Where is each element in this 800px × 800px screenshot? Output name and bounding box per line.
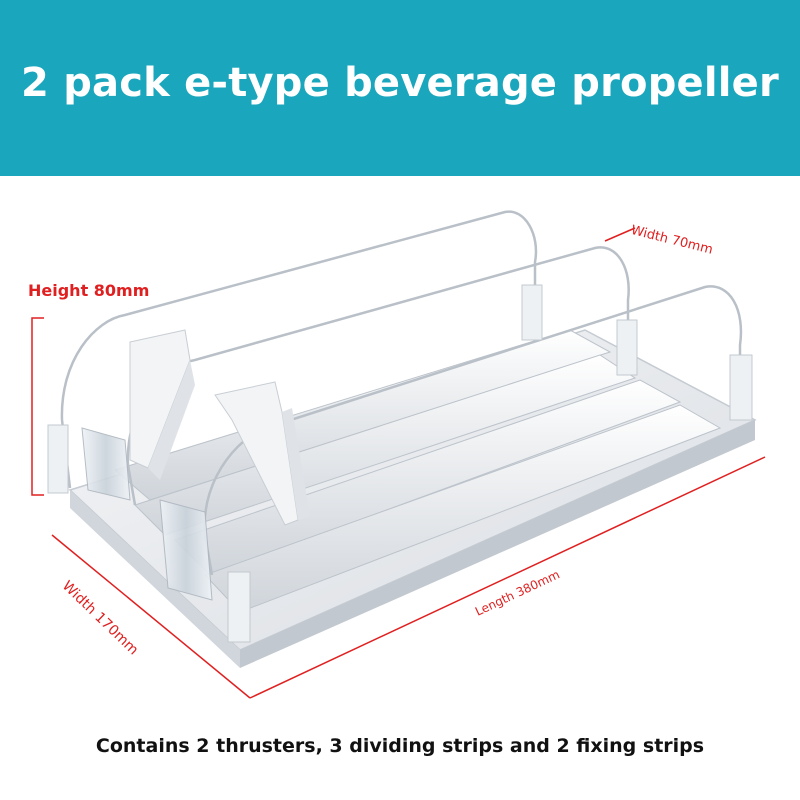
front-stopper-right xyxy=(159,499,251,643)
banner-title: 2 pack e-type beverage propeller xyxy=(21,60,779,106)
dimension-height-line xyxy=(31,317,44,496)
dimension-front-width-line xyxy=(51,534,251,699)
dimension-width-top-line xyxy=(604,227,636,242)
lane-left xyxy=(113,329,637,536)
dimension-length-line xyxy=(249,456,766,699)
label-height: Height 80mm xyxy=(28,281,150,300)
footer-caption: Contains 2 thrusters, 3 dividing strips … xyxy=(95,735,705,757)
title-banner: 2 pack e-type beverage propeller xyxy=(0,0,800,176)
front-stopper-left xyxy=(47,424,131,501)
back-posts xyxy=(521,284,753,421)
thruster-right xyxy=(214,381,310,526)
thruster-left xyxy=(129,329,195,480)
